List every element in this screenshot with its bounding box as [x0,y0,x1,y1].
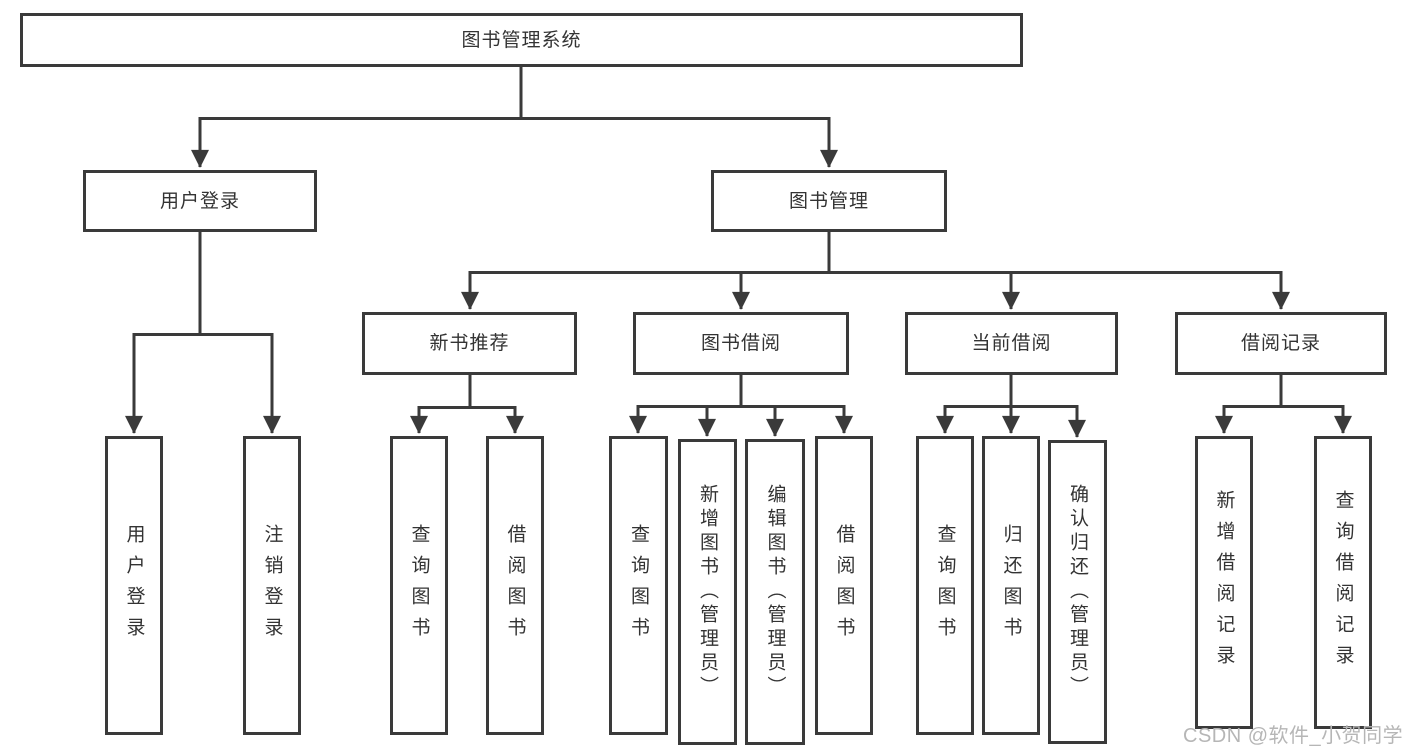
leaf-return-book: 归还图书 [982,436,1040,735]
leaf-borrow-books-2: 借阅图书 [815,436,873,735]
leaf-query-record: 查询借阅记录 [1314,436,1372,729]
node-user-login: 用户登录 [83,170,317,232]
leaf-logout: 注销登录 [243,436,301,735]
node-book-borrowing-label: 图书借阅 [700,333,781,354]
leaf-edit-book: 编辑图书（管理员） [745,439,805,745]
leaf-borrow-books-2-label: 借阅图书 [833,523,855,648]
watermark: CSDN @软件_小贺同学 [1183,725,1404,747]
leaf-user-login: 用户登录 [105,436,163,735]
leaf-add-record-label: 新增借阅记录 [1213,489,1235,676]
node-book-borrowing: 图书借阅 [633,312,849,375]
node-root: 图书管理系统 [20,13,1023,67]
leaf-query-books-1-label: 查询图书 [408,523,430,648]
leaf-query-books-1: 查询图书 [390,436,448,735]
leaf-edit-book-label: 编辑图书（管理员） [764,484,786,700]
leaf-query-record-label: 查询借阅记录 [1332,489,1354,676]
node-new-book-recommend-label: 新书推荐 [429,333,510,354]
node-book-management-label: 图书管理 [788,190,869,212]
leaf-confirm-return-label: 确认归还（管理员） [1067,484,1088,700]
node-user-login-label: 用户登录 [159,190,240,212]
leaf-query-books-3-label: 查询图书 [934,523,956,648]
leaf-add-book-label: 新增图书（管理员） [697,484,718,700]
node-current-borrowing-label: 当前借阅 [971,333,1052,354]
node-new-book-recommend: 新书推荐 [362,312,577,375]
node-borrowing-records: 借阅记录 [1175,312,1387,375]
leaf-user-login-label: 用户登录 [123,523,145,648]
leaf-return-book-label: 归还图书 [1000,523,1022,648]
node-root-label: 图书管理系统 [461,29,582,51]
leaf-borrow-books-1: 借阅图书 [486,436,544,735]
leaf-borrow-books-1-label: 借阅图书 [504,523,526,648]
leaf-logout-label: 注销登录 [261,523,283,648]
leaf-confirm-return: 确认归还（管理员） [1048,440,1107,744]
leaf-query-books-3: 查询图书 [916,436,974,735]
leaf-add-record: 新增借阅记录 [1195,436,1253,729]
leaf-add-book: 新增图书（管理员） [678,439,737,745]
node-book-management: 图书管理 [711,170,947,232]
leaf-query-books-2-label: 查询图书 [628,523,649,648]
node-borrowing-records-label: 借阅记录 [1240,333,1321,354]
node-current-borrowing: 当前借阅 [905,312,1118,375]
leaf-query-books-2: 查询图书 [609,436,668,735]
